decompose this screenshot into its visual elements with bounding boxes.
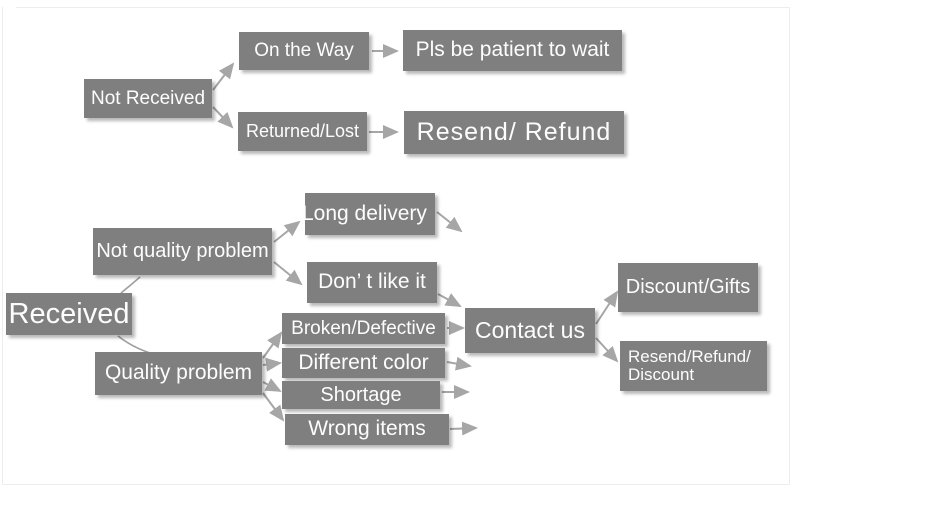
arrow-quality-problem-to-shortage: [262, 378, 282, 392]
node-label: Not Received: [90, 87, 206, 109]
node-discount-gifts: Discount/Gifts: [618, 263, 758, 312]
node-dont-like-it: Don’ t like it: [307, 262, 437, 303]
node-label: Received: [8, 297, 130, 330]
arrow-quality-problem-to-broken-defective: [262, 331, 283, 359]
arrow-not-received-to-on-the-way: [212, 62, 235, 91]
node-contact-us: Contact us: [465, 308, 595, 353]
arrow-not-quality-problem-to-long-delivery: [273, 220, 301, 243]
node-label-line2: Discount: [628, 365, 695, 384]
node-quality-problem: Quality problem: [95, 352, 262, 395]
node-on-the-way: On the Way: [239, 32, 369, 70]
arrow-long-delivery-to-contact-us: [436, 211, 463, 233]
node-label: Not quality problem: [96, 240, 269, 262]
arrow-not-received-to-returned-lost: [212, 106, 234, 129]
node-returned-lost: Returned/Lost: [238, 112, 367, 151]
arrow-quality-problem-to-different-color: [262, 357, 282, 372]
node-wrong-items: Wrong items: [285, 414, 449, 445]
node-label: Long delivery: [302, 201, 427, 225]
arrow-quality-problem-to-wrong-items: [262, 392, 285, 422]
arrow-not-quality-problem-to-dont-like-it: [273, 261, 303, 286]
node-not-quality-problem: Not quality problem: [93, 228, 272, 275]
arrow-wrong-items-to-contact-us: [449, 421, 478, 436]
frame-line-bottom: [2, 484, 790, 485]
node-resend-refund: Resend/ Refund: [404, 111, 624, 154]
node-label: Wrong items: [308, 417, 426, 441]
line-received-to-quality-problem: [117, 335, 151, 354]
node-label: Quality problem: [104, 361, 253, 385]
node-resend-refund-discount: Resend/Refund/ Discount: [620, 341, 767, 391]
frame-line-top: [16, 7, 789, 8]
line-received-to-not-quality-problem: [120, 276, 141, 294]
node-label: Shortage: [320, 383, 402, 406]
arrow-dont-like-it-to-contact-us: [437, 293, 462, 307]
node-label: Different color: [298, 350, 429, 374]
node-received: Received: [6, 293, 132, 335]
arrow-contact-us-to-resend-refund-discount: [595, 337, 619, 363]
frame-line-left: [2, 7, 3, 485]
node-different-color: Different color: [282, 348, 445, 378]
node-label: Resend/ Refund: [416, 118, 612, 147]
node-shortage: Shortage: [282, 381, 440, 409]
arrow-different-color-to-contact-us: [446, 356, 472, 371]
node-label: Returned/Lost: [245, 121, 360, 142]
node-pls-be-patient-to-wait: Pls be patient to wait: [403, 30, 622, 71]
node-broken-defective: Broken/Defective: [282, 313, 445, 344]
node-label: On the Way: [254, 40, 354, 62]
node-label: Contact us: [475, 317, 585, 344]
node-label: Discount/Gifts: [625, 276, 751, 298]
arrow-contact-us-to-discount-gifts: [595, 290, 619, 325]
frame-line-right: [789, 7, 790, 485]
node-long-delivery: Long delivery: [302, 193, 435, 235]
node-label-line1: Resend/Refund/: [628, 347, 751, 367]
node-not-received: Not Received: [84, 79, 212, 118]
node-label: Pls be patient to wait: [415, 38, 610, 62]
node-label: Don’ t like it: [318, 270, 426, 294]
node-label: Broken/Defective: [291, 317, 436, 339]
